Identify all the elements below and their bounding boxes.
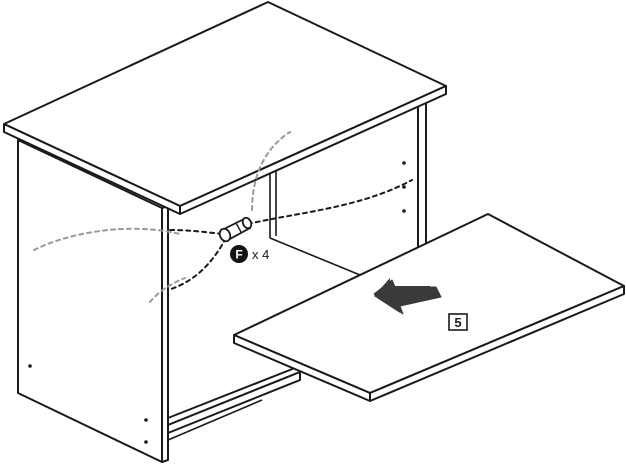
- part-letter: F: [235, 248, 242, 262]
- panel-callout: 5: [449, 314, 467, 330]
- hole-dot: [144, 418, 148, 422]
- hole-dot: [402, 209, 406, 213]
- cabinet-right-side-panel: [418, 97, 426, 254]
- hole-dot: [28, 364, 32, 368]
- panel-number: 5: [454, 315, 461, 330]
- part-quantity: x 4: [252, 247, 269, 262]
- cabinet-bottom-rail: [168, 372, 300, 433]
- hole-dot: [144, 440, 148, 444]
- hole-dot: [402, 161, 406, 165]
